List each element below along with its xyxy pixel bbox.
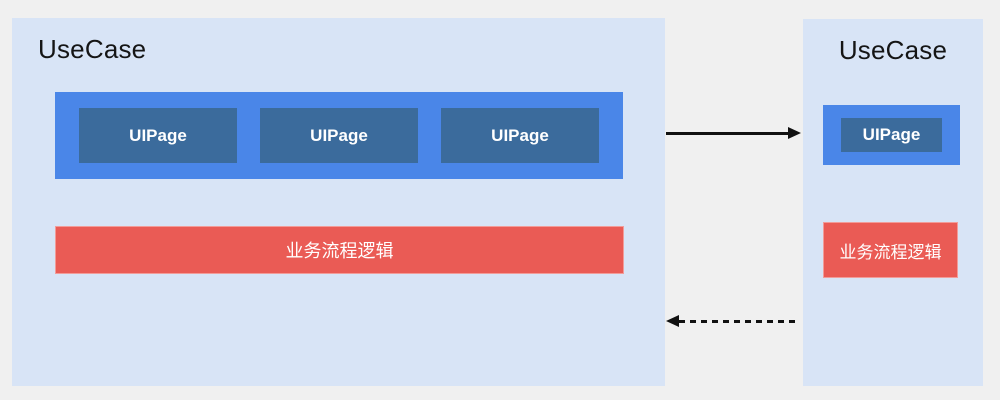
business-logic-bar-right: 业务流程逻辑: [823, 222, 958, 278]
return-dashed-arrow: [666, 315, 800, 327]
uipage-box: UIPage: [260, 108, 418, 163]
business-logic-bar-left: 业务流程逻辑: [55, 226, 624, 274]
arrowhead-left-icon: [666, 315, 679, 327]
arrowhead-right-icon: [788, 127, 801, 139]
forward-arrow: [666, 127, 801, 139]
usecase-title-left: UseCase: [38, 34, 147, 64]
uipage-box: UIPage: [79, 108, 237, 163]
usecase-container-right: UseCase UIPage 业务流程逻辑: [803, 19, 983, 386]
usecase-title-right: UseCase: [838, 35, 948, 65]
uipage-frame-left: UIPage UIPage UIPage: [55, 92, 623, 179]
uipage-frame-right: UIPage: [823, 105, 960, 165]
usecase-container-left: UseCase UIPage UIPage UIPage 业务流程逻辑: [12, 18, 665, 386]
uipage-box: UIPage: [441, 108, 599, 163]
uipage-box: UIPage: [841, 118, 942, 152]
